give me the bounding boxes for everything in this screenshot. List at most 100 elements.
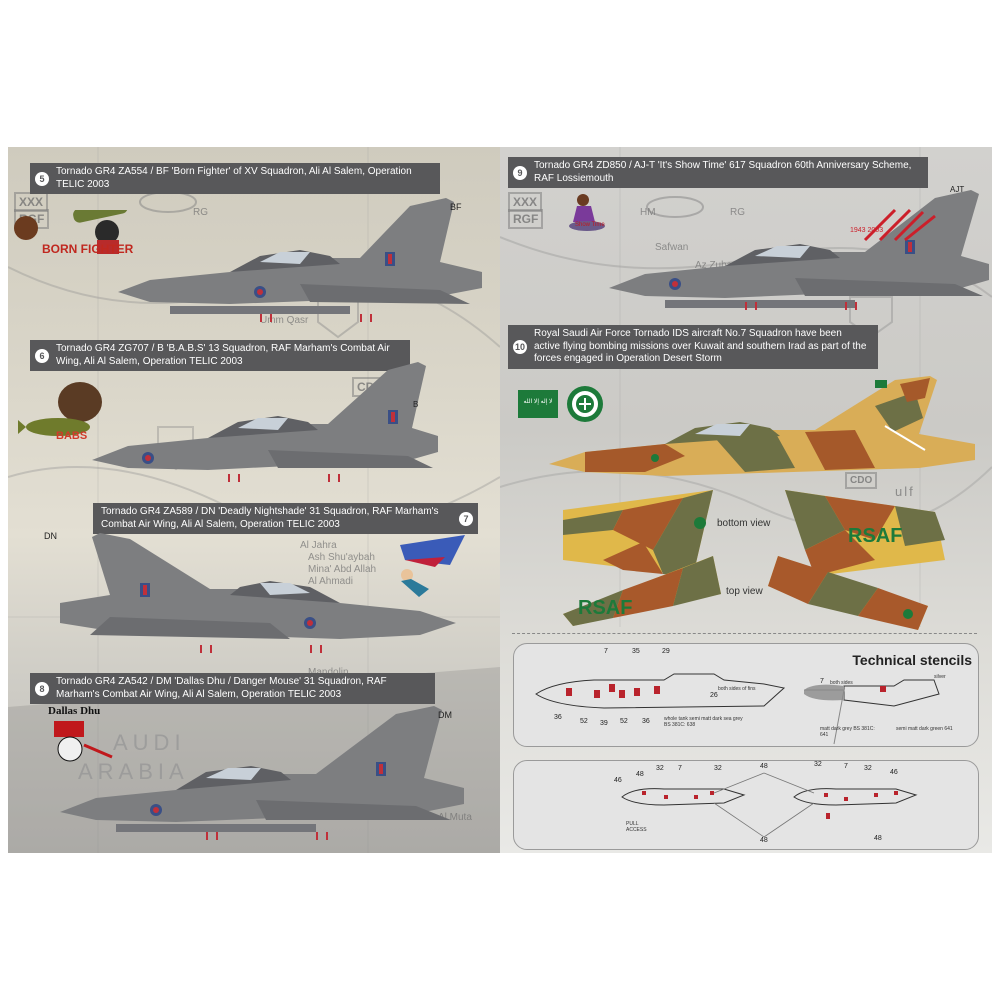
- stencil-note-tank: whole tank semi matt dark sea grey BS 38…: [664, 716, 743, 728]
- rsaf-text-top: RSAF: [578, 597, 633, 619]
- caption-text: Tornado GR4 ZA554 / BF 'Born Fighter' of…: [56, 166, 412, 190]
- danger-mouse-icon: [54, 721, 113, 762]
- wing-top-right: [768, 556, 928, 630]
- caption-5: 5 Tornado GR4 ZA554 / BF 'Born Fighter' …: [30, 163, 440, 194]
- stencil-number: 7: [678, 765, 682, 772]
- profile-number: 9: [513, 165, 527, 180]
- stencil-note-both-sides: both sides: [830, 680, 853, 686]
- stencil-number: 29: [662, 648, 670, 655]
- stencil-number: 7: [820, 678, 824, 685]
- stencil-number: 7: [604, 648, 608, 655]
- caption-text: Tornado GR4 ZG707 / B 'B.A.B.S' 13 Squad…: [56, 343, 390, 367]
- map-place: Al Jahra: [300, 540, 337, 551]
- map-symbol-cdo: CDO: [845, 472, 878, 489]
- map-symbol-rg: RG: [730, 207, 745, 218]
- tornado-profile-8: DM: [60, 706, 464, 840]
- caption-7: 7 Tornado GR4 ZA589 / DN 'Deadly Nightsh…: [93, 503, 478, 534]
- stencil-number: 32: [864, 765, 872, 772]
- stencils-title: Technical stencils: [852, 652, 972, 668]
- dallas-dhu-art: Dallas Dhu: [48, 705, 118, 770]
- stencil-note-green: semi matt dark green 641: [896, 726, 953, 732]
- rsaf-roundel-icon: [567, 386, 603, 422]
- stencil-number: 36: [642, 718, 650, 725]
- map-place: Al Ahmadi: [308, 576, 354, 587]
- babs-art: BABS: [18, 372, 128, 447]
- show-time-text: Show Time: [575, 222, 605, 228]
- stencil-number: 7: [844, 763, 848, 770]
- stencil-number: 32: [814, 761, 822, 768]
- wing-bottom-left: [563, 490, 713, 576]
- stencil-number: 36: [554, 714, 562, 721]
- tank-stencil-diagram: [535, 673, 940, 745]
- top-view-label: top view: [726, 586, 763, 597]
- profile-number: 7: [459, 511, 473, 526]
- tail-code: DM: [438, 710, 452, 720]
- rsaf-text-bottom: RSAF: [848, 525, 903, 547]
- tornado-profile-5: BF: [118, 198, 482, 322]
- caption-8: 8 Tornado GR4 ZA542 / DM 'Dallas Dhu / D…: [30, 673, 435, 704]
- map-symbol-xxx: XXX: [508, 192, 543, 212]
- map-place: Ash Shu'aybah: [308, 552, 375, 563]
- flag-inscription: لا إله إلا الله: [523, 399, 553, 405]
- stencil-panel-bottom: 46 48 32 7 32 48 32 7 32 46 48 48 PULL A…: [513, 760, 979, 850]
- stencil-number: 52: [620, 718, 628, 725]
- stencil-number: 48: [760, 763, 768, 770]
- babs-text: BABS: [56, 430, 88, 442]
- caption-text: Tornado GR4 ZD850 / AJ-T 'It's Show Time…: [534, 160, 912, 184]
- stencil-number: 35: [632, 648, 640, 655]
- pinup-girl-icon: [400, 535, 465, 597]
- stencil-note-silver: silver: [934, 674, 946, 680]
- map-symbol-rg: RG: [193, 207, 208, 218]
- tornado-profile-6: B: [92, 362, 438, 482]
- tail-code: DN: [44, 531, 57, 541]
- stencil-number: 48: [760, 837, 768, 844]
- caption-text: Tornado GR4 ZA542 / DM 'Dallas Dhu / Dan…: [56, 676, 387, 700]
- map-label-saudi: AUDI: [113, 730, 186, 755]
- stencil-number: 48: [636, 771, 644, 778]
- tornado-profile-9: AJT 1943 2003: [609, 185, 989, 310]
- wing-bottom-right: [785, 490, 945, 576]
- stencil-number: 32: [714, 765, 722, 772]
- saudi-flag-icon: لا إله إلا الله: [518, 390, 558, 418]
- caption-9: 9 Tornado GR4 ZD850 / AJ-T 'It's Show Ti…: [508, 157, 928, 188]
- cartoon-character-icon: [14, 199, 128, 254]
- caption-6: 6 Tornado GR4 ZG707 / B 'B.A.B.S' 13 Squ…: [30, 340, 410, 371]
- profile-number: 5: [35, 171, 49, 186]
- map-place: Al Muta: [438, 812, 472, 823]
- stencil-number: 48: [874, 835, 882, 842]
- section-divider: [512, 633, 977, 634]
- stencil-number: 26: [710, 692, 718, 699]
- map-place: Mina' Abd Allah: [308, 564, 377, 575]
- tail-code: BF: [450, 202, 462, 212]
- map-place: Umm Qasr: [260, 315, 309, 326]
- map-symbol-rgf: RGF: [508, 209, 544, 229]
- stencil-panel-top: Technical stencils 7 35 29 26 36 52 39 5…: [513, 643, 979, 747]
- tornado-profile-7: DN: [44, 531, 456, 653]
- map-place: Safwan: [655, 242, 689, 253]
- show-time-art: Show Time: [567, 192, 607, 239]
- stencil-number: 52: [580, 718, 588, 725]
- stencil-number: 39: [600, 720, 608, 727]
- caption-10: 10 Royal Saudi Air Force Tornado IDS air…: [508, 325, 878, 369]
- stencil-number: 46: [614, 777, 622, 784]
- wing-top-left: [563, 556, 721, 626]
- pull-access-label: PULL ACCESS: [626, 821, 647, 833]
- profile-number: 8: [35, 681, 49, 696]
- dallas-dhu-text: Dallas Dhu: [48, 705, 101, 717]
- tail-code: B: [413, 400, 418, 409]
- anniversary-dates: 1943 2003: [850, 227, 883, 234]
- caption-text: Tornado GR4 ZA589 / DN 'Deadly Nightshad…: [101, 506, 439, 530]
- map-label-arabia: ARABIA: [78, 759, 189, 784]
- bomb-rider-icon: [18, 382, 102, 436]
- map-place: Az Zubayr: [695, 260, 741, 271]
- stencil-note-fins: both sides of fins: [718, 686, 756, 692]
- tornado-profile-10: [549, 376, 975, 476]
- map-label-gulf: ulf: [895, 484, 915, 499]
- profile-number: 6: [35, 348, 49, 363]
- profile-number: 10: [513, 339, 527, 354]
- tail-code: AJT: [950, 185, 964, 194]
- stencil-number: 32: [656, 765, 664, 772]
- deadly-nightshade-art: [385, 535, 470, 605]
- stencil-number: 46: [890, 769, 898, 776]
- pinup-on-bomb-icon: [569, 194, 605, 231]
